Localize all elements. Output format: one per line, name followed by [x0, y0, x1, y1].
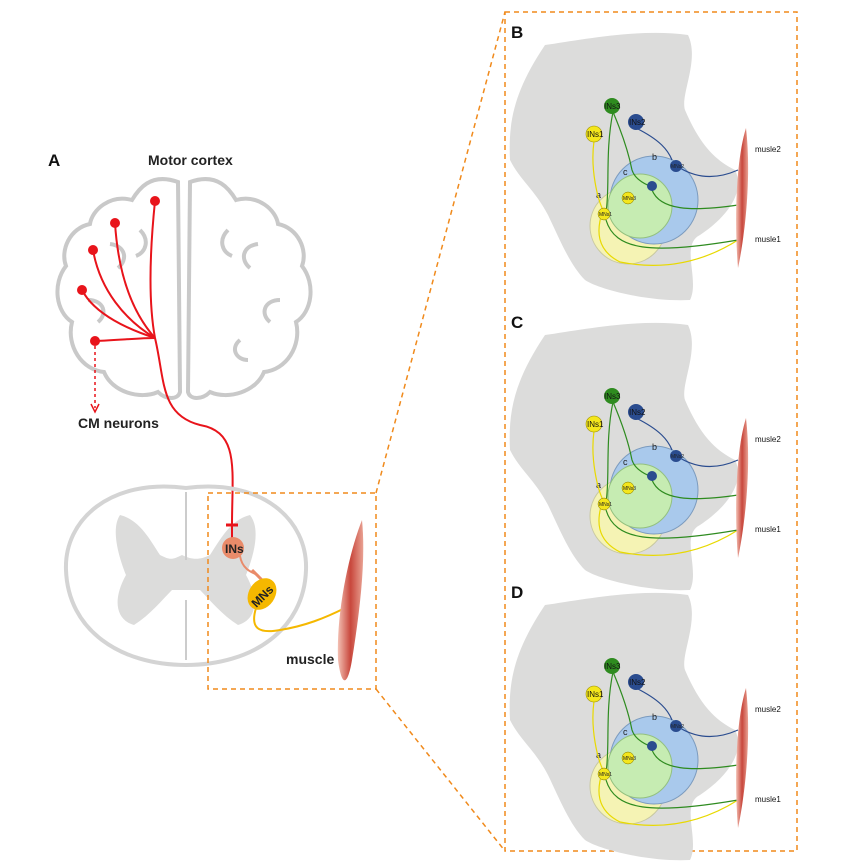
panel-label: C	[511, 313, 523, 332]
panel-c: C a b c INs1 INs3 INs2 MNs1 MNs2 MNs3	[509, 313, 781, 591]
cm-neuron-soma	[110, 218, 120, 228]
panel-a-label: A	[48, 151, 60, 170]
ins3-label: INs3	[604, 662, 621, 671]
mn1-label: MNs1	[599, 502, 612, 508]
mn1-soma	[597, 207, 611, 221]
mn2-label: MNs2	[671, 164, 684, 170]
panel-a: A Motor cortex	[48, 11, 506, 852]
ins1-label: INs1	[587, 420, 604, 429]
motor-cortex-label: Motor cortex	[148, 152, 233, 168]
muscle1-label: musle1	[755, 235, 781, 244]
mn-extra-soma	[647, 741, 657, 751]
pool-c-label: c	[623, 457, 628, 467]
spinal-cord	[63, 484, 309, 668]
pool-a-label: a	[596, 480, 601, 490]
muscle2-label: musle2	[755, 705, 781, 714]
muscle2-label: musle2	[755, 145, 781, 154]
ins2-soma	[628, 404, 644, 420]
cm-neuron-soma	[88, 245, 98, 255]
mn2-soma	[670, 720, 682, 732]
pool-c-label: c	[623, 727, 628, 737]
muscle-label: muscle	[286, 651, 334, 667]
mn3-soma	[621, 751, 635, 765]
ins1-soma	[585, 415, 603, 433]
muscle-a	[337, 520, 364, 681]
pool-a-label: a	[596, 190, 601, 200]
pool-c	[607, 733, 673, 799]
pool-b-label: b	[652, 442, 657, 452]
muscle1-label: musle1	[755, 795, 781, 804]
zoom-box-large	[504, 11, 798, 852]
ins3-label: INs3	[604, 392, 621, 401]
mn2-soma	[670, 450, 682, 462]
ins1-label: INs1	[587, 130, 604, 139]
ins2-label: INs2	[629, 678, 646, 687]
mn1-label: MNs1	[599, 772, 612, 778]
mn3-label: MNs3	[623, 196, 636, 202]
ins2-label: INs2	[629, 118, 646, 127]
pool-a-label: a	[596, 750, 601, 760]
panel-b: B a b c INs1 INs3 INs2 MNs1 MNs2 MNs3	[509, 23, 781, 301]
muscle1-label: musle1	[755, 525, 781, 534]
ins1-soma	[585, 125, 603, 143]
mn3-label: MNs3	[623, 486, 636, 492]
mn2-label: MNs2	[671, 724, 684, 730]
pool-b-label: b	[652, 712, 657, 722]
ins3-label: INs3	[604, 102, 621, 111]
ins3-soma	[604, 658, 620, 674]
mn3-label: MNs3	[623, 756, 636, 762]
muscle-zoom	[736, 418, 749, 558]
cm-neurons	[81, 200, 234, 526]
mn3-soma	[621, 481, 635, 495]
muscle2-label: musle2	[755, 435, 781, 444]
brain-outline	[55, 177, 313, 400]
ins2-label: INs2	[629, 408, 646, 417]
muscle-zoom	[736, 128, 749, 268]
pool-c	[607, 173, 673, 239]
ins3-soma	[604, 98, 620, 114]
zoom-connector-top	[375, 11, 506, 494]
mn-extra-soma	[647, 181, 657, 191]
panel-label: D	[511, 583, 523, 602]
panel-d: D a b c INs1 INs3 INs2 MNs1 MNs2 MNs3	[509, 583, 781, 861]
cm-neuron-somas	[77, 196, 160, 346]
panel-label: B	[511, 23, 523, 42]
mn1-soma	[597, 767, 611, 781]
mn-extra-soma	[647, 471, 657, 481]
cm-neuron-soma	[77, 285, 87, 295]
pool-c-label: c	[623, 167, 628, 177]
cm-neuron-soma	[150, 196, 160, 206]
mn2-soma	[670, 160, 682, 172]
ins-label: INs	[225, 542, 244, 556]
ins3-soma	[604, 388, 620, 404]
ins2-soma	[628, 674, 644, 690]
ins-soma	[222, 537, 244, 559]
grey-matter	[115, 515, 256, 625]
arrow-head-icon	[90, 403, 100, 414]
zoom-connector-bottom	[375, 688, 506, 852]
mn1-label: MNs1	[599, 212, 612, 218]
ins1-label: INs1	[587, 690, 604, 699]
mns-soma	[247, 578, 277, 610]
mn2-label: MNs2	[671, 454, 684, 460]
mn1-soma	[597, 497, 611, 511]
pool-c	[607, 463, 673, 529]
muscle-zoom	[736, 688, 749, 828]
ins1-soma	[585, 685, 603, 703]
cm-neurons-label: CM neurons	[78, 415, 159, 431]
pool-b-label: b	[652, 152, 657, 162]
ins2-soma	[628, 114, 644, 130]
zoom-box-small	[207, 492, 377, 690]
cm-neuron-soma	[90, 336, 100, 346]
mn3-soma	[621, 191, 635, 205]
